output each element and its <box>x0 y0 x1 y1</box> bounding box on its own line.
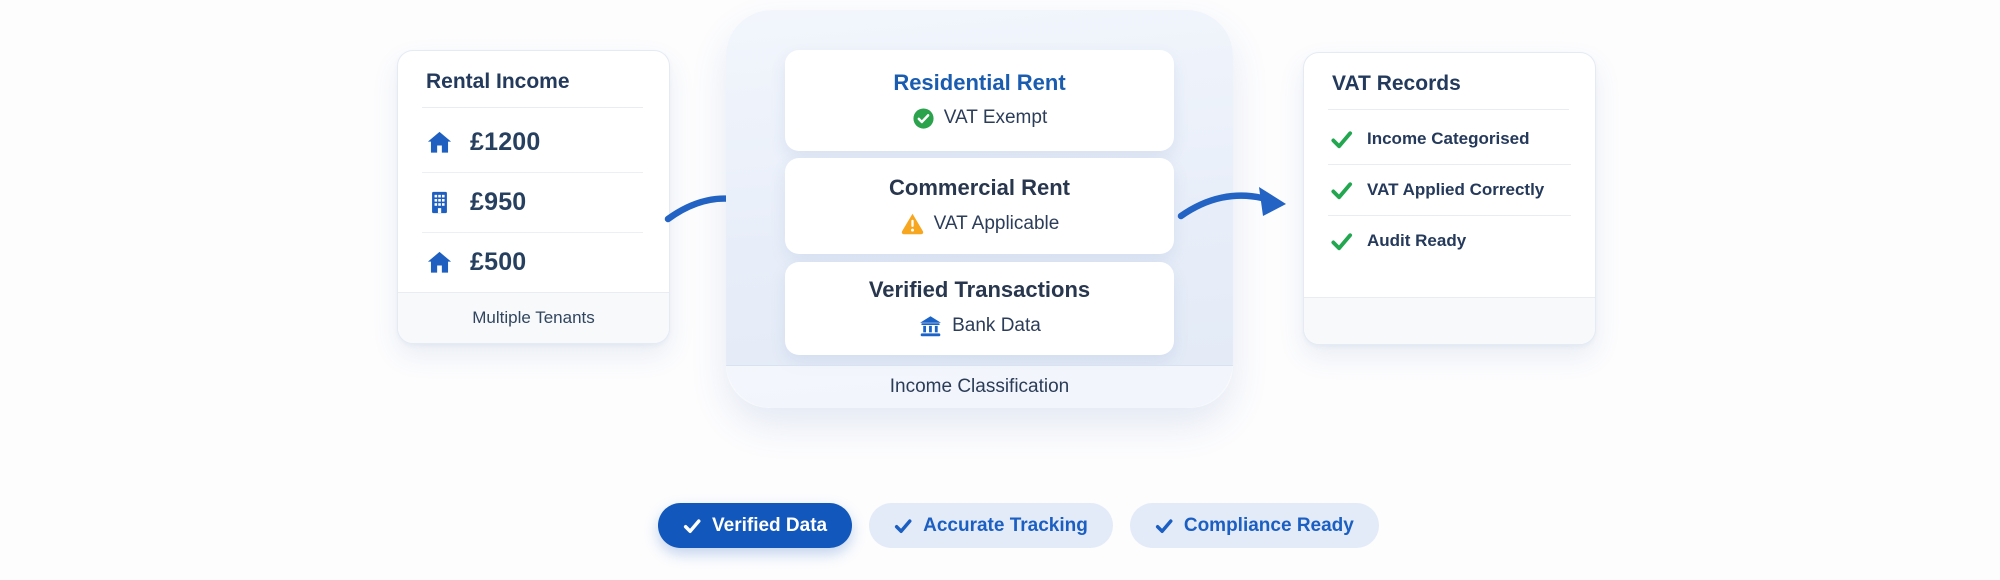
badge-verified-data: Verified Data <box>658 503 853 548</box>
rental-amount: £1200 <box>470 127 541 156</box>
badge-label: Verified Data <box>712 514 828 536</box>
warning-triangle-icon <box>900 211 925 236</box>
income-classification-label: Income Classification <box>726 365 1233 408</box>
income-classification-panel: Residential Rent VAT Exempt Commercial R… <box>726 10 1233 408</box>
house-icon <box>426 129 453 156</box>
residential-rent-card: Residential Rent VAT Exempt <box>785 50 1174 151</box>
vat-record-label: VAT Applied Correctly <box>1367 180 1545 199</box>
badge-label: Compliance Ready <box>1183 514 1354 536</box>
residential-rent-status: VAT Exempt <box>912 107 1047 130</box>
rental-row: £950 <box>422 173 643 233</box>
flow-arrow-right <box>1177 187 1286 220</box>
check-icon <box>1330 230 1353 253</box>
vat-record-row: Income Categorised <box>1328 114 1571 165</box>
residential-rent-title: Residential Rent <box>893 70 1066 96</box>
vat-record-row: Audit Ready <box>1328 216 1571 266</box>
badge-label: Accurate Tracking <box>923 514 1088 536</box>
rental-row: £500 <box>422 233 643 292</box>
status-label: Bank Data <box>952 315 1041 337</box>
badge-accurate-tracking: Accurate Tracking <box>869 503 1113 548</box>
check-icon <box>683 517 701 535</box>
commercial-rent-card: Commercial Rent VAT Applicable <box>785 158 1174 254</box>
status-label: VAT Exempt <box>943 107 1048 129</box>
check-icon <box>1155 517 1173 535</box>
commercial-rent-title: Commercial Rent <box>889 174 1070 200</box>
bank-icon <box>918 314 943 339</box>
vat-records-title: VAT Records <box>1332 72 1461 95</box>
rental-amount: £950 <box>470 187 527 216</box>
check-icon <box>1330 128 1353 151</box>
commercial-rent-status: VAT Applicable <box>900 211 1060 236</box>
check-icon <box>1330 179 1353 202</box>
vat-records-footer <box>1304 297 1595 344</box>
vat-record-label: Audit Ready <box>1367 231 1467 250</box>
check-icon <box>894 517 912 535</box>
verified-transactions-title: Verified Transactions <box>868 277 1091 303</box>
vat-records-rows: Income Categorised VAT Applied Correctly… <box>1304 110 1595 266</box>
rental-row: £1200 <box>422 113 643 173</box>
rental-income-footer: Multiple Tenants <box>398 291 669 343</box>
feature-badges: Verified Data Accurate Tracking Complian… <box>658 503 1379 548</box>
vat-record-row: VAT Applied Correctly <box>1328 165 1571 216</box>
rental-amount: £500 <box>470 247 527 276</box>
spacer <box>1304 266 1595 297</box>
divider <box>422 107 643 108</box>
divider <box>1328 109 1569 110</box>
verified-transactions-status: Bank Data <box>918 314 1041 339</box>
building-icon <box>426 189 453 216</box>
check-circle-icon <box>912 107 935 130</box>
rental-income-rows: £1200 £950 <box>398 108 669 292</box>
badge-compliance-ready: Compliance Ready <box>1129 503 1379 548</box>
house-icon <box>426 249 453 276</box>
vat-record-label: Income Categorised <box>1367 129 1530 148</box>
rental-income-title: Rental Income <box>426 70 570 93</box>
status-label: VAT Applicable <box>933 212 1060 234</box>
vat-records-card: VAT Records Income Categorised VAT Appli… <box>1303 52 1596 345</box>
rental-income-card: Rental Income £1200 <box>397 50 670 344</box>
verified-transactions-card: Verified Transactions Bank Data <box>785 262 1174 355</box>
